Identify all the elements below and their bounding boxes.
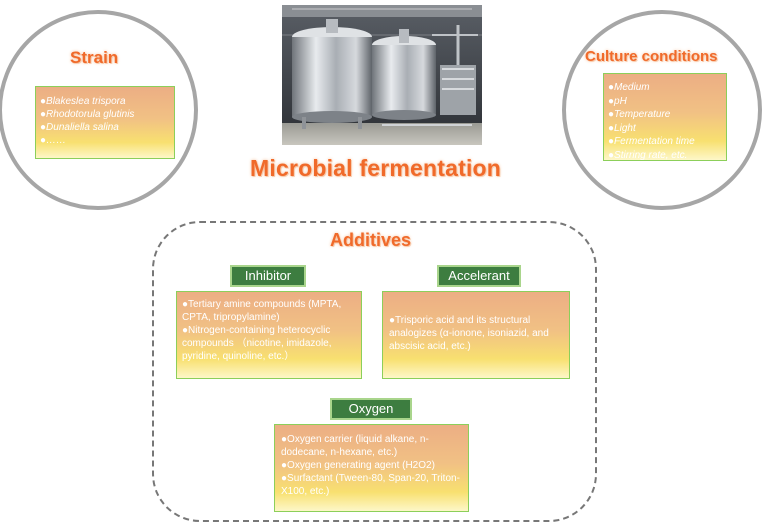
inhibitor-item: ●Nitrogen-containing heterocyclic compou… [182,325,332,362]
accelerant-list-box: ●Trisporic acid and its structural analo… [382,291,570,379]
culture-item: ●Medium [608,82,650,93]
oxygen-item: ●Surfactant (Tween-80, Span-20, Triton-X… [281,473,460,497]
inhibitor-list-box: ●Tertiary amine compounds (MPTA, CPTA, t… [176,291,362,379]
culture-conditions-list-box: ●Medium ●pH ●Temperature ●Light ●Ferment… [603,73,727,161]
strain-item: ●Dunaliella salina [40,122,119,133]
accelerant-label: Accelerant [437,265,521,287]
strain-item: ●Rhodotorula glutinis [40,109,135,120]
oxygen-item: ●Oxygen carrier (liquid alkane, n-dodeca… [281,434,429,458]
inhibitor-label: Inhibitor [230,265,306,287]
oxygen-item: ●Oxygen generating agent (H2O2) [281,460,435,471]
additives-dashed-frame [152,221,597,522]
additives-title: Additives [330,230,412,250]
main-title: Microbial fermentation [250,155,502,181]
culture-conditions-title: Culture conditions [585,48,718,65]
strain-item: ●Blakeslea trispora [40,96,126,107]
oxygen-label: Oxygen [330,398,412,420]
strain-list-box: ●Blakeslea trispora ●Rhodotorula glutini… [35,86,175,159]
strain-item: ●…… [40,135,67,146]
inhibitor-item: ●Tertiary amine compounds (MPTA, CPTA, t… [182,299,342,323]
oxygen-list-box: ●Oxygen carrier (liquid alkane, n-dodeca… [274,424,469,512]
culture-item: ●Light [608,122,636,134]
strain-title: Strain [70,48,119,67]
culture-item: ●pH [608,95,627,107]
culture-item: ●Temperature [608,109,671,120]
culture-item: ●Fermentation time [608,136,695,147]
accelerant-item: ●Trisporic acid and its structural analo… [389,315,549,352]
culture-item: ●Stirring rate, etc. [608,149,688,161]
fermentation-tanks-photo [282,5,482,145]
